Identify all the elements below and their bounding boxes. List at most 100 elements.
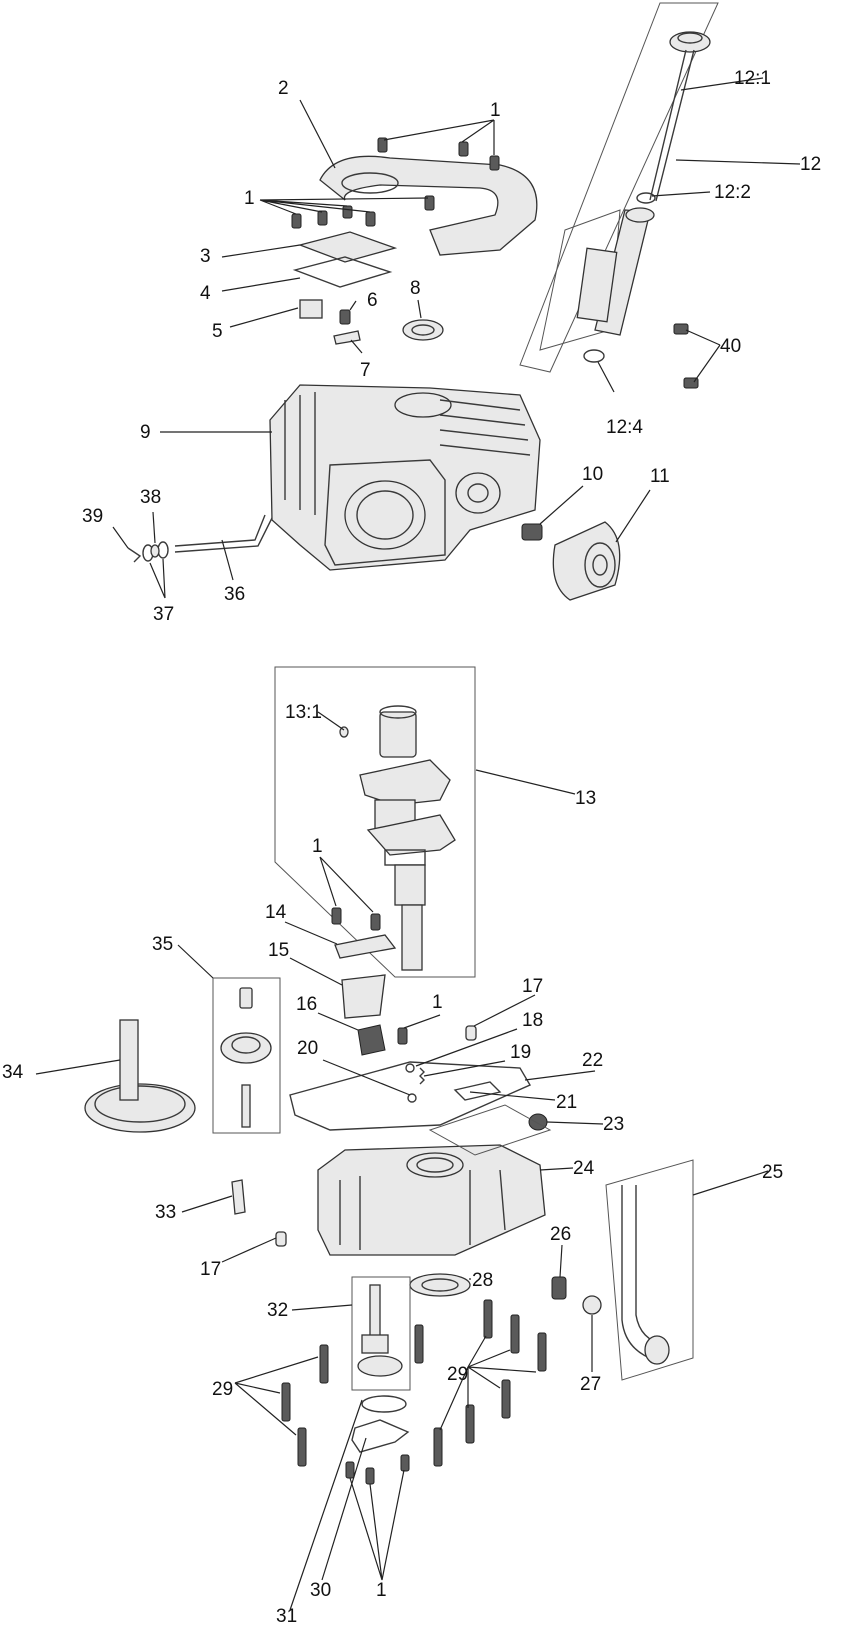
label-38: 26 (550, 1224, 571, 1245)
cover-gasket (292, 256, 393, 288)
label-22: 13 (575, 788, 596, 809)
dowel-17-upper (465, 1025, 477, 1041)
bolts-1-middle (331, 907, 408, 1045)
label-18: 36 (224, 584, 245, 605)
engine-block (269, 384, 541, 571)
label-5: 4 (200, 283, 211, 304)
retainer-plate-14 (334, 934, 397, 959)
breather-33 (231, 1179, 246, 1215)
label-41: 29 (212, 1379, 233, 1400)
sensor-26 (551, 1276, 567, 1300)
crankshaft-group-frame (274, 666, 476, 978)
label-39: 27 (580, 1374, 601, 1395)
label-45: 1 (376, 1580, 387, 1601)
label-19: 37 (153, 604, 174, 625)
dipstick (649, 31, 711, 202)
label-10: 9 (140, 422, 151, 443)
washer-38 (150, 544, 160, 558)
engine-bracket (319, 155, 538, 256)
filter-adapter (521, 523, 543, 541)
leader-lines-upper (112, 77, 801, 599)
label-36: 24 (573, 1158, 595, 1179)
label-12: 11 (650, 466, 670, 487)
clip-39 (127, 547, 142, 563)
label-40: 28 (472, 1270, 493, 1291)
label-3: 1 (244, 188, 255, 209)
label-26: 15 (268, 940, 289, 961)
pump-cover-30 (351, 1419, 410, 1453)
bolts-29 (281, 1299, 547, 1467)
plug-23 (528, 1113, 548, 1131)
tube-o-ring (583, 349, 605, 363)
label-34: 21 (556, 1092, 577, 1113)
label-4: 3 (200, 246, 211, 267)
pin-18 (405, 1063, 415, 1073)
label-30: 18 (522, 1010, 543, 1031)
oil-pickup-frame (605, 1159, 694, 1381)
label-25: 14 (265, 902, 287, 923)
label-15: 12:2 (714, 182, 751, 203)
o-ring-31 (361, 1395, 407, 1413)
crank-key (339, 726, 349, 738)
label-49: 34 (2, 1062, 24, 1083)
label-50: 35 (152, 934, 173, 955)
leader-lines-lower (35, 711, 769, 1611)
label-37: 25 (762, 1162, 783, 1183)
dipstick-seal-ring (636, 192, 656, 204)
label-17: 40 (720, 336, 741, 357)
governor-group-frame (212, 977, 281, 1134)
oil-pump-frame (351, 1276, 411, 1391)
label-46: 32 (267, 1300, 288, 1321)
label-27: 16 (296, 994, 317, 1015)
oil-pickup-tube (621, 1185, 670, 1365)
crankcase-cover (317, 1144, 546, 1256)
label-31: 19 (510, 1042, 531, 1063)
oil-seal-8 (402, 319, 444, 341)
label-47: 33 (155, 1202, 176, 1223)
dowel-17-lower (275, 1231, 287, 1247)
label-11: 10 (582, 464, 603, 485)
label-29: 17 (522, 976, 543, 997)
oil-filter (552, 521, 621, 601)
plate-21 (453, 1081, 502, 1101)
bolts-1-upper (291, 137, 500, 229)
governor-shaft (174, 514, 273, 553)
filter-element (299, 299, 323, 319)
oil-pump (357, 1284, 403, 1377)
bolt-40-upper (673, 323, 689, 335)
bolt-6 (339, 309, 351, 325)
label-14: 12:1 (734, 68, 771, 89)
camshaft-gear (84, 1019, 196, 1133)
label-48: 17 (200, 1259, 221, 1280)
sensor-16 (357, 1024, 386, 1056)
crankcase-gasket (289, 1061, 532, 1131)
label-9: 8 (410, 278, 421, 299)
label-16: 12:4 (606, 417, 643, 438)
label-42: 29 (447, 1364, 468, 1385)
label-44: 31 (276, 1606, 297, 1627)
retainer-clip-7 (333, 330, 361, 345)
bolts-1-bottom (345, 1454, 410, 1485)
label-20: 38 (140, 487, 161, 508)
label-13: 12 (800, 154, 821, 175)
label-2: 1 (490, 100, 501, 121)
label-33: 22 (582, 1050, 603, 1071)
dipstick-group-frame (519, 2, 719, 373)
label-32: 20 (297, 1038, 318, 1059)
crankshaft (359, 705, 456, 971)
label-28: 1 (432, 992, 443, 1013)
label-8: 7 (360, 360, 371, 381)
label-6: 5 (212, 321, 223, 342)
oil-seal-28 (409, 1273, 471, 1297)
spring-19 (419, 1067, 425, 1085)
label-24: 1 (312, 836, 323, 857)
callout-labels: 2 1 1 3 4 5 6 7 8 9 10 11 12 12:1 12:2 1… (2, 68, 821, 1627)
label-35: 23 (603, 1114, 624, 1135)
governor-assembly (220, 987, 272, 1128)
screen-15 (341, 974, 386, 1019)
dipstick-tube (576, 207, 655, 336)
ball-20 (407, 1093, 417, 1103)
fitting-27 (582, 1295, 602, 1315)
